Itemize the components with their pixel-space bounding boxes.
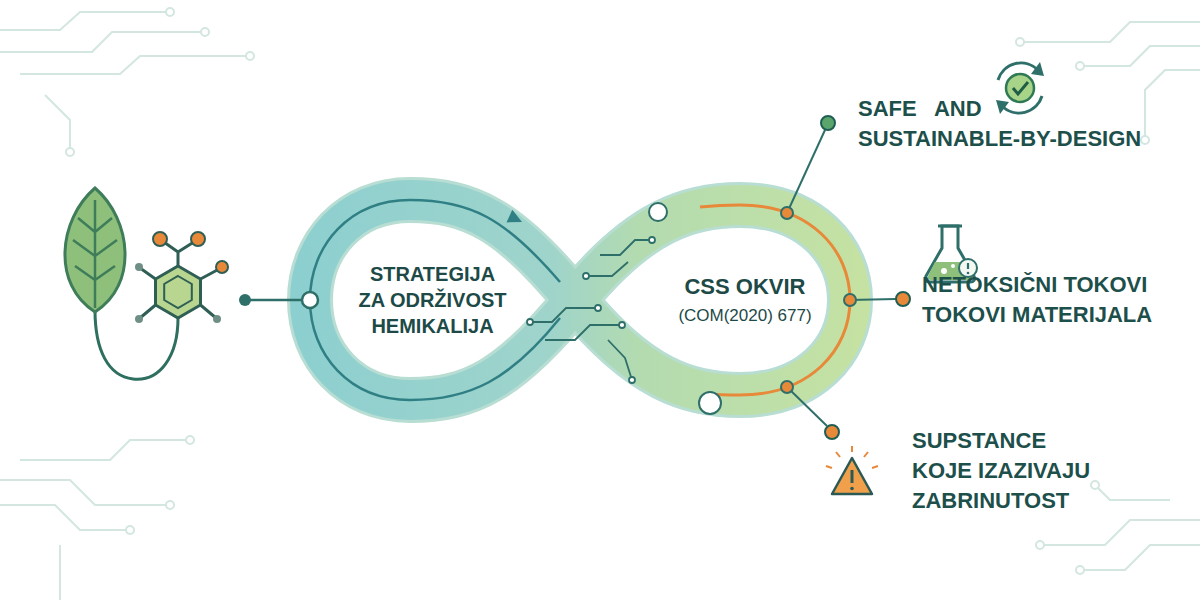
leader-lines [825,425,839,439]
warning-icon [826,446,878,494]
circuit-traces [0,480,170,505]
leaf-molecule-icon [164,276,192,308]
infinity-band [310,200,850,400]
leader-lines [844,294,856,306]
cycle-check-icon [996,100,1009,114]
flow-line [700,205,850,395]
circuit-marks [699,392,721,414]
leaf-molecule-icon [95,310,178,379]
circuit-marks [600,240,652,255]
leaf-molecule-icon [153,232,167,246]
cycle-check-icon [1031,62,1044,76]
cycle-check-icon [996,62,1044,114]
circuit-traces [126,526,134,534]
circuit-marks [629,377,635,383]
circuit-traces [20,56,250,74]
circuit-marks [527,319,533,325]
entry-connector [239,292,318,308]
flask-icon [938,225,962,228]
circuit-traces [66,148,74,156]
circuit-marks [583,273,589,279]
loop-subtitle: (COM(2020) 677) [677,304,813,328]
entry-connector [302,292,318,308]
circuit-traces [1036,541,1044,549]
circuit-traces [59,545,61,600]
flow-line [310,200,850,400]
flask-icon [967,263,969,269]
callout-text: NETOKSIČNI TOKOVI TOKOVI MATERIJALA [922,270,1155,330]
circuit-traces [1080,46,1200,66]
circuit-marks [595,305,601,311]
circuit-marks [649,203,667,221]
leader-lines [781,207,793,219]
circuit-traces [1080,545,1200,570]
circuit-traces [1076,62,1084,70]
callout-text: SUPSTANCE KOJE IZAZIVAJU ZABRINUTOST [912,426,1093,516]
warning-icon [850,487,854,491]
warning-icon [851,470,854,483]
circuit-traces [1020,22,1200,42]
warning-icon [826,446,878,468]
warning-icon [832,458,872,494]
circuit-traces [246,52,254,60]
circuit-traces [186,436,194,444]
leaf-molecule-icon [135,263,143,271]
circuit-traces [1145,70,1200,140]
cycle-check-icon [1013,82,1028,94]
loop-title: STRATEGIJA ZA ODRŽIVOST HEMIKALIJA [357,261,508,339]
circuit-traces [1076,566,1084,574]
circuit-traces [0,32,205,52]
circuit-marks [530,308,598,322]
flow-line [310,200,560,400]
circuit-marks [619,322,625,328]
infinity-band [310,200,850,400]
circuit-traces [0,12,170,30]
flask-icon [951,264,955,268]
leaf-molecule-icon [156,266,201,318]
leaf-molecule-icon [135,315,143,323]
entry-connector [248,299,302,302]
circuit-traces [166,8,174,16]
circuit-traces [20,440,190,460]
leaf-molecule-icon [140,240,221,318]
circuit-marks [586,262,628,276]
circuit-traces [1141,136,1149,144]
leaf-molecule-icon [65,188,125,312]
circuit-traces [166,501,174,509]
circuit-traces [1016,38,1024,46]
circuit-traces [201,28,209,36]
circuit-marks [608,340,632,380]
leaf-molecule-icon [73,200,117,308]
leaf-molecule-icon [191,232,205,246]
loop-region: CSS OKVIR(COM(2020) 677) [677,272,813,328]
entry-connector [239,294,251,306]
leader-lines [787,130,825,213]
callout-text: SAFE AND SUSTAINABLE-BY-DESIGN [858,94,1144,154]
leaf-molecule-icon [65,188,228,379]
circuit-marks [545,325,622,340]
circuit-traces [1040,520,1200,545]
circuit-traces [1095,485,1170,500]
leader-lines [787,387,827,426]
circuit-marks [649,237,655,243]
leader-lines [821,116,835,130]
infinity-band [310,200,850,400]
leader-lines [896,292,910,306]
loop-region: STRATEGIJA ZA ODRŽIVOST HEMIKALIJA [357,261,508,339]
circuit-traces [45,95,70,152]
flow-line [507,210,523,223]
leaf-molecule-icon [213,315,221,323]
leaf-molecule-icon [216,261,228,273]
cycle-check-icon [1006,74,1034,102]
circuit-traces [0,8,1200,600]
loop-title: CSS OKVIR [677,272,813,302]
circuit-traces [1091,481,1099,489]
leader-lines [781,381,793,393]
circuit-traces [0,505,130,530]
